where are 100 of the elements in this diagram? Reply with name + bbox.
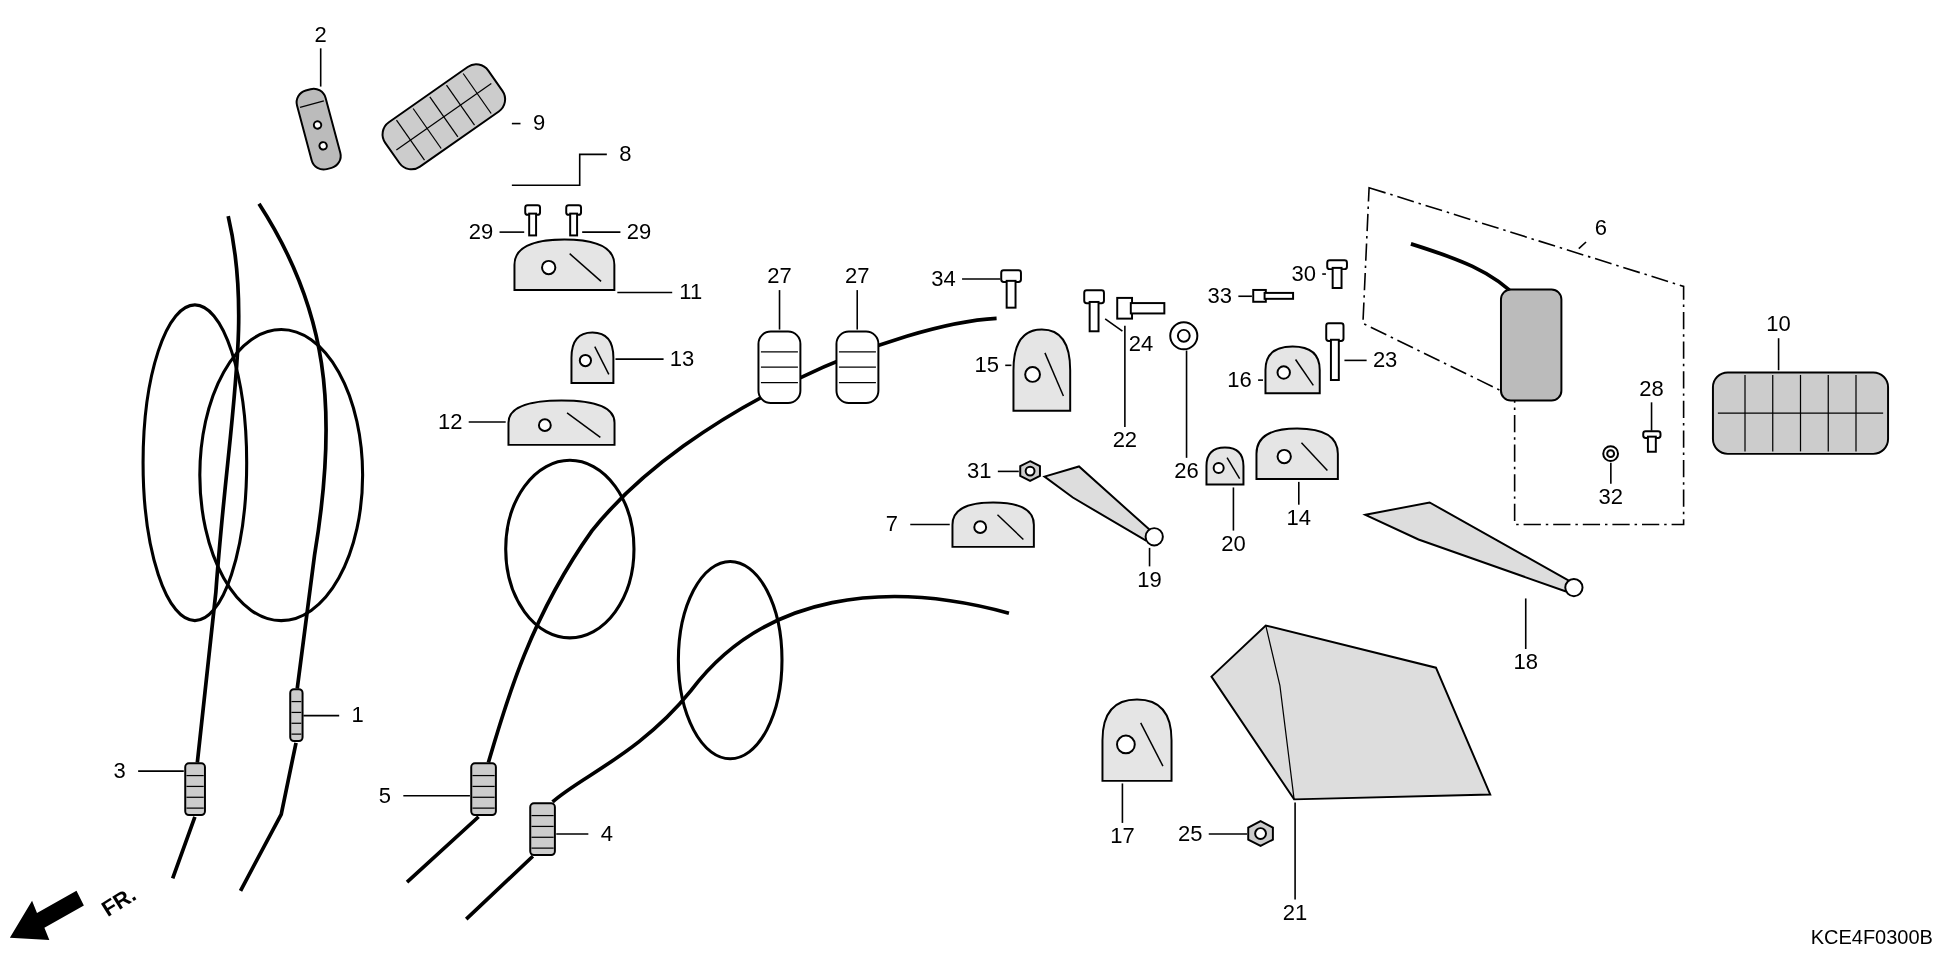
handguard-drawing bbox=[1208, 623, 1493, 803]
clamp-drawing bbox=[1011, 326, 1074, 414]
callout-number: 21 bbox=[1276, 899, 1314, 927]
callout-number: 2 bbox=[302, 20, 340, 49]
leader-line bbox=[1321, 273, 1327, 275]
leader-line bbox=[1185, 349, 1188, 459]
callout-number: 8 bbox=[606, 140, 644, 168]
leader-line bbox=[856, 289, 859, 331]
insert-drawing bbox=[1100, 696, 1175, 784]
cable-fitting-drawing bbox=[469, 762, 498, 817]
band-drawing bbox=[756, 329, 803, 406]
leader-line bbox=[302, 714, 340, 717]
nut-drawing bbox=[1247, 820, 1275, 848]
leader-line bbox=[555, 833, 590, 835]
leader-line bbox=[1257, 379, 1264, 381]
leader-line bbox=[1610, 461, 1612, 485]
holder-piece-drawing bbox=[568, 329, 616, 386]
leader-line bbox=[1524, 597, 1527, 650]
leader-line bbox=[319, 47, 322, 88]
holder-drawing bbox=[1254, 426, 1341, 482]
leader-line bbox=[511, 122, 522, 125]
direction-label: FR. bbox=[96, 880, 142, 924]
leader-line bbox=[467, 421, 507, 423]
callout-number: 12 bbox=[431, 408, 469, 436]
leader-line bbox=[1294, 801, 1296, 901]
leader-line bbox=[1232, 486, 1235, 532]
leader-line bbox=[1104, 318, 1124, 332]
callout-number: 16 bbox=[1221, 366, 1259, 394]
callout-number: 33 bbox=[1201, 282, 1239, 310]
leader-line bbox=[1004, 364, 1013, 367]
leader-line bbox=[778, 289, 781, 331]
callout-number: 26 bbox=[1168, 457, 1206, 485]
screw-drawing bbox=[1324, 321, 1345, 382]
bolt-drawing bbox=[1251, 286, 1294, 306]
leader-line bbox=[402, 795, 471, 797]
leader-line bbox=[1650, 401, 1653, 432]
leader-line bbox=[1343, 359, 1368, 362]
screw-drawing bbox=[1325, 259, 1349, 289]
screw-drawing bbox=[524, 203, 542, 236]
cable-fitting-drawing bbox=[183, 762, 206, 817]
callout-number: 3 bbox=[101, 757, 139, 785]
leader-line bbox=[961, 278, 1002, 280]
leader-line bbox=[511, 153, 608, 187]
callout-number: 24 bbox=[1122, 330, 1160, 358]
leader-line bbox=[614, 358, 665, 360]
callout-number: 11 bbox=[672, 278, 710, 306]
band-drawing bbox=[833, 329, 881, 406]
screw-drawing bbox=[1082, 289, 1106, 333]
leader-line bbox=[1207, 833, 1248, 835]
leader-line bbox=[1148, 547, 1151, 568]
washer-drawing bbox=[1169, 320, 1199, 351]
callout-number: 28 bbox=[1633, 374, 1671, 403]
leader-line bbox=[1124, 325, 1126, 428]
callout-number: 32 bbox=[1592, 483, 1630, 511]
callout-number: 27 bbox=[838, 262, 876, 290]
cable-fitting-drawing bbox=[288, 688, 304, 743]
callout-number: 18 bbox=[1507, 648, 1545, 676]
lever-drawing bbox=[1042, 463, 1166, 548]
leader-line bbox=[997, 470, 1020, 473]
leader-line bbox=[498, 231, 525, 233]
callout-number: 4 bbox=[588, 820, 626, 848]
callout-number: 29 bbox=[620, 218, 658, 246]
callout-number: 29 bbox=[462, 218, 500, 246]
washer-drawing bbox=[1602, 445, 1620, 463]
callout-number: 20 bbox=[1214, 530, 1252, 558]
switch-drawing bbox=[949, 499, 1037, 549]
leader-line bbox=[137, 770, 185, 772]
screw-drawing bbox=[1000, 268, 1023, 309]
callout-number: 25 bbox=[1171, 820, 1209, 848]
bracket-drawing bbox=[1203, 445, 1246, 488]
callout-number: 17 bbox=[1103, 822, 1141, 850]
callout-number: 5 bbox=[366, 782, 404, 810]
callout-number: 7 bbox=[873, 510, 911, 538]
leader-line bbox=[1578, 241, 1587, 250]
leader-line bbox=[581, 231, 622, 233]
callout-number: 31 bbox=[960, 457, 998, 485]
figure-code: KCE4F0300B bbox=[1810, 924, 1933, 950]
nut-drawing bbox=[1018, 460, 1041, 483]
screw-drawing bbox=[564, 203, 583, 236]
callout-number: 15 bbox=[968, 351, 1006, 379]
callout-number: 19 bbox=[1131, 566, 1169, 594]
leader-line bbox=[909, 523, 951, 526]
holder-drawing bbox=[1263, 344, 1323, 396]
callout-number: 13 bbox=[663, 345, 701, 373]
callout-number: 6 bbox=[1582, 214, 1620, 242]
holder-drawing bbox=[512, 237, 618, 293]
lever-drawing bbox=[1362, 499, 1585, 599]
callout-number: 27 bbox=[761, 262, 798, 290]
holder-drawing bbox=[505, 398, 617, 448]
leader-line bbox=[1237, 295, 1253, 298]
callout-number: 22 bbox=[1106, 426, 1144, 454]
callout-number: 14 bbox=[1280, 504, 1318, 532]
callout-number: 9 bbox=[520, 109, 558, 137]
screw-drawing bbox=[1641, 430, 1662, 453]
callout-number: 34 bbox=[925, 265, 963, 293]
callout-number: 10 bbox=[1760, 310, 1798, 338]
leader-line bbox=[616, 291, 673, 294]
callout-number: 23 bbox=[1366, 346, 1404, 374]
cable-fitting-drawing bbox=[529, 801, 557, 856]
leader-line bbox=[1121, 782, 1124, 824]
